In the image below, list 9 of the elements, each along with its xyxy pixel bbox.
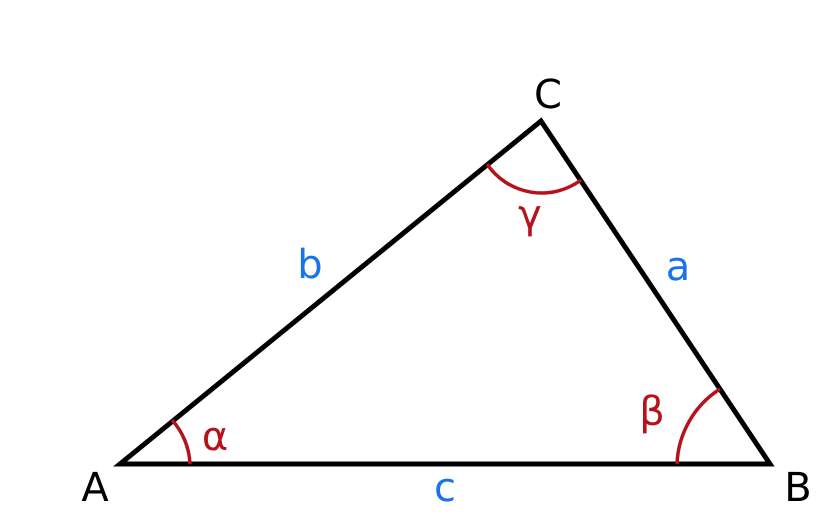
angle-label: γ xyxy=(518,195,542,235)
angle-label: α xyxy=(202,417,228,457)
vertex-label: A xyxy=(81,468,109,508)
side-label: a xyxy=(666,247,690,287)
side-label: c xyxy=(434,468,456,508)
angle-label: β xyxy=(639,392,665,432)
vertex-label: B xyxy=(784,468,812,508)
side-label: b xyxy=(297,245,323,285)
vertex-label: C xyxy=(534,75,562,115)
